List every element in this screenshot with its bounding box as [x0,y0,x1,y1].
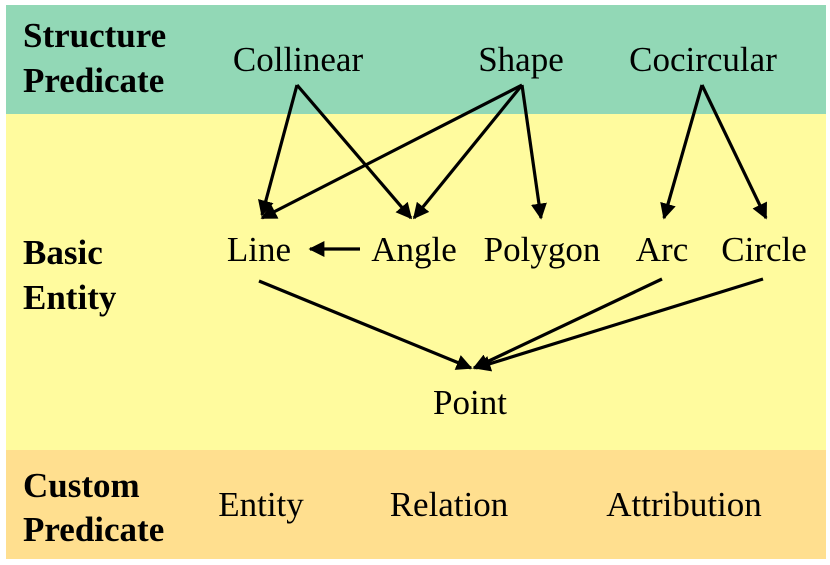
node-relation: Relation [390,485,509,524]
node-circle: Circle [721,230,807,269]
structure-predicate-label: Structure Predicate [23,16,175,100]
basic-entity-band [6,114,826,450]
node-entity: Entity [218,485,304,524]
edge-cocircular-circle [700,84,768,220]
custom-predicate-label: Custom Predicate [23,466,164,549]
node-cocircular: Cocircular [629,40,777,79]
structure-label-line2: Predicate [23,61,164,100]
node-collinear: Collinear [233,40,364,79]
node-point: Point [433,383,507,422]
node-line: Line [227,230,291,269]
edge-shape-polygon [520,84,547,220]
edge-collinear-line [258,84,299,217]
custom-label-line2: Predicate [23,510,164,549]
edge-shape-angle [412,83,524,220]
edge-shape-line [260,83,523,220]
node-polygon: Polygon [484,230,601,269]
entity-label-line2: Entity [23,278,117,317]
structure-label-line1: Structure [23,16,166,55]
node-shape: Shape [478,40,564,79]
edge-cocircular-arc [660,84,704,220]
node-arc: Arc [636,230,688,269]
edge-circle-point [474,277,764,372]
edge-arc-point [472,277,663,370]
edge-collinear-angle [295,83,413,220]
node-angle: Angle [371,230,457,269]
node-attribution: Attribution [606,485,762,524]
basic-entity-label: Basic Entity [23,233,117,317]
edge-line-point [258,279,473,370]
entity-label-line1: Basic [23,233,103,272]
custom-predicate-band [6,450,826,559]
custom-label-line1: Custom [23,466,140,505]
structure-predicate-band [6,5,826,114]
edges [258,83,768,372]
